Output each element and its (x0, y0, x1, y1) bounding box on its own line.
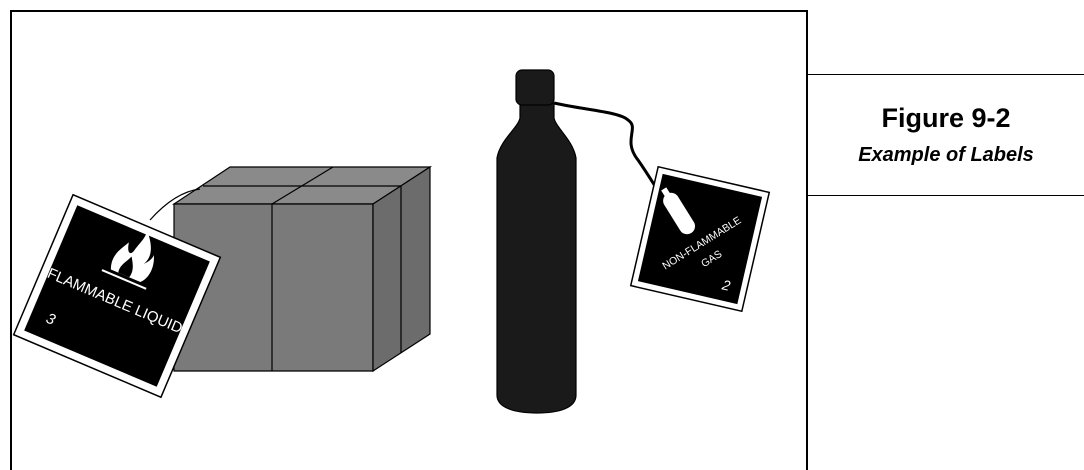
labels-illustration: FLAMMABLE LIQUID 3 NON-FLAMMABLE GAS 2 (0, 0, 808, 461)
caption-rule-bottom (808, 195, 1084, 196)
gas-cylinder (497, 70, 576, 413)
figure-title: Example of Labels (858, 144, 1034, 167)
figure-caption: Figure 9-2 Example of Labels (808, 74, 1084, 195)
figure-number: Figure 9-2 (881, 103, 1010, 134)
non-flammable-gas-label: NON-FLAMMABLE GAS 2 (631, 167, 770, 312)
